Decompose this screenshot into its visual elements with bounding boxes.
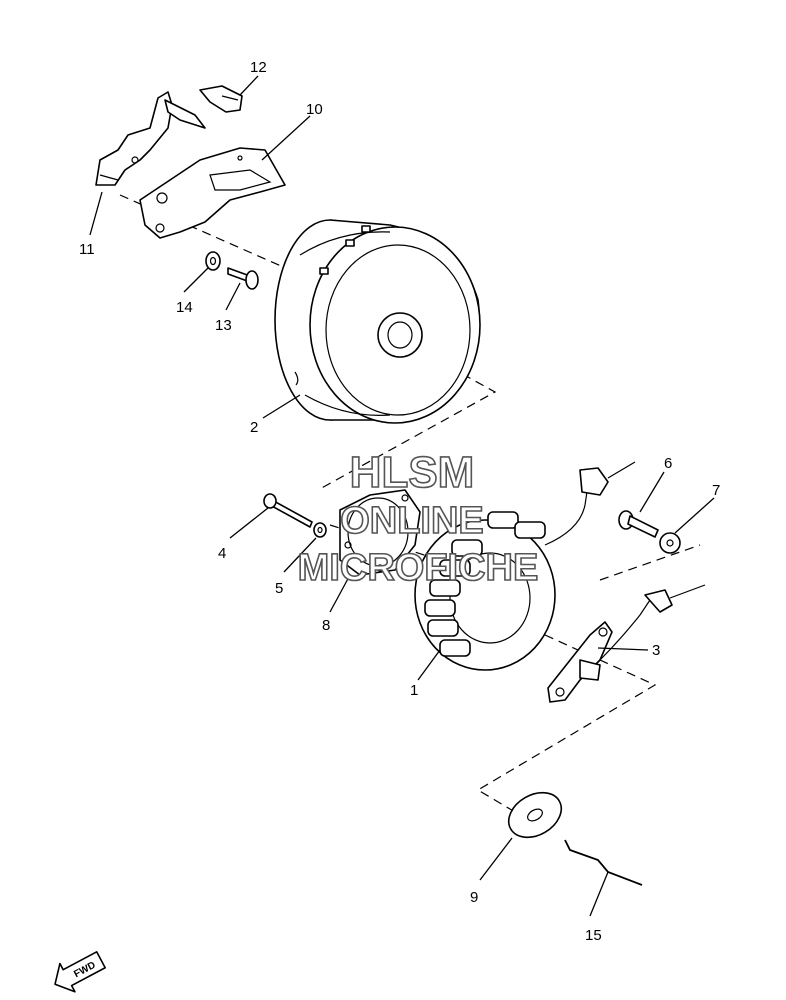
part-wire-15 (564, 839, 643, 886)
part-pickup-coil-3 (547, 584, 706, 703)
callout-4: 4 (218, 545, 226, 562)
part-plate-8 (339, 489, 421, 576)
callout-2: 2 (250, 419, 258, 436)
part-screw-13 (227, 267, 259, 290)
part-clip-12 (199, 85, 243, 113)
part-bolt-6 (618, 510, 659, 538)
part-bolt-4 (263, 493, 313, 528)
part-flywheel-2 (274, 219, 481, 424)
callout-8: 8 (322, 617, 330, 634)
part-washer-9 (507, 791, 563, 839)
callout-9: 9 (470, 889, 478, 906)
part-washer-7 (659, 532, 681, 554)
watermark-line-1: HLSM (350, 448, 475, 497)
part-bracket-11 (95, 91, 206, 186)
callout-6: 6 (664, 455, 672, 472)
arrow-forward-icon (54, 951, 106, 993)
callout-12: 12 (250, 59, 267, 76)
callout-labels: 1 2 3 4 5 6 7 8 9 10 11 12 13 14 15 (79, 59, 720, 944)
part-washer-14 (205, 251, 221, 271)
callout-3: 3 (652, 642, 660, 659)
callout-1: 1 (410, 682, 418, 699)
part-stator-1 (414, 461, 636, 671)
callout-15: 15 (585, 927, 602, 944)
callout-5: 5 (275, 580, 283, 597)
watermark-line-2: ONLINE (340, 500, 484, 542)
callout-11: 11 (79, 241, 95, 258)
callout-14: 14 (176, 299, 193, 316)
callout-10: 10 (306, 101, 323, 118)
fwd-badge: FWD (54, 951, 106, 993)
leader-lines (89, 75, 715, 917)
watermark-line-3: MICROFICHE (298, 547, 539, 589)
part-cover-10 (139, 147, 286, 239)
callout-13: 13 (215, 317, 232, 334)
callout-7: 7 (712, 482, 720, 499)
watermark: HLSM ONLINE MICROFICHE (297, 447, 539, 590)
part-washer-5 (313, 522, 327, 538)
